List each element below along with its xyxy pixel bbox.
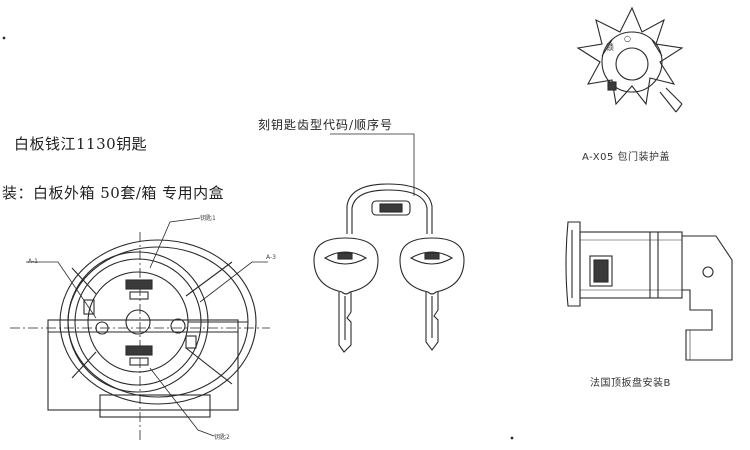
lock-cylinder-front-view (10, 217, 270, 440)
part-mark-a: 锁 (606, 43, 614, 52)
packaging-note: 装：白板外箱 50套/箱 专用内盒 (2, 184, 225, 202)
part-mark-b: ○ (624, 34, 631, 43)
cover-part-star (576, 6, 684, 113)
label-bottom: 钥匙2 (214, 434, 230, 441)
part-caption-top: A-X05 包门装护盖 (582, 152, 670, 163)
cylinder-side-view (565, 221, 733, 361)
product-title: 白板钱江1130钥匙 (14, 135, 148, 153)
key-code-note: 刻钥匙齿型代码/顺序号 (258, 118, 394, 132)
label-right: A-3 (266, 254, 276, 261)
label-left: A-1 (28, 258, 38, 265)
part-caption-bottom: 法国顶扳盘安装B (590, 378, 671, 389)
keys-with-ring (313, 133, 465, 353)
label-top: 钥匙1 (200, 215, 216, 222)
